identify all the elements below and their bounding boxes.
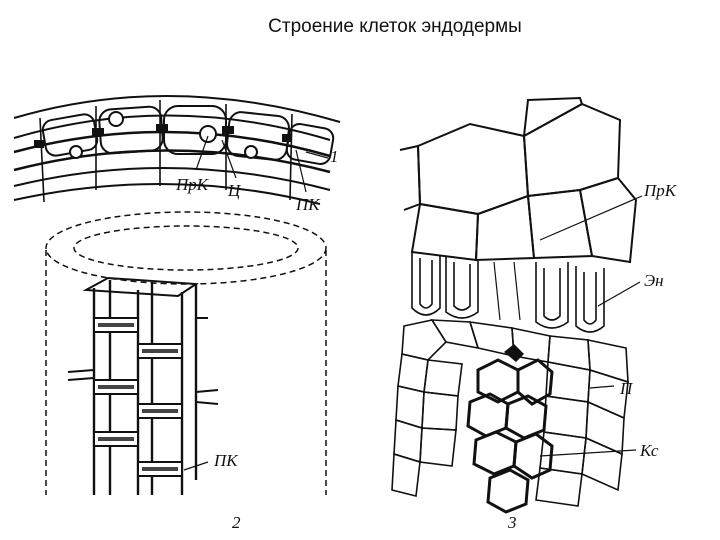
label-ks-3: Кс — [639, 441, 659, 460]
label-prk-1: ПрK — [175, 175, 210, 194]
figure-2-cylinder — [45, 211, 327, 495]
label-num-1: 1 — [330, 147, 339, 166]
label-c-1: Ц — [227, 181, 242, 200]
label-pk-1: ПК — [295, 195, 321, 214]
figure-1-cell-band — [13, 94, 341, 205]
label-pk-2: ПК — [213, 451, 239, 470]
label-num-2: 2 — [232, 513, 241, 532]
label-num-3: 3 — [507, 513, 517, 532]
label-prk-3: ПрK — [643, 181, 678, 200]
label-en-3: Эн — [644, 271, 664, 290]
page-title: Строение клеток эндодермы — [268, 16, 522, 37]
figure-3-tissue — [391, 96, 643, 514]
label-p-3: П — [619, 379, 634, 398]
